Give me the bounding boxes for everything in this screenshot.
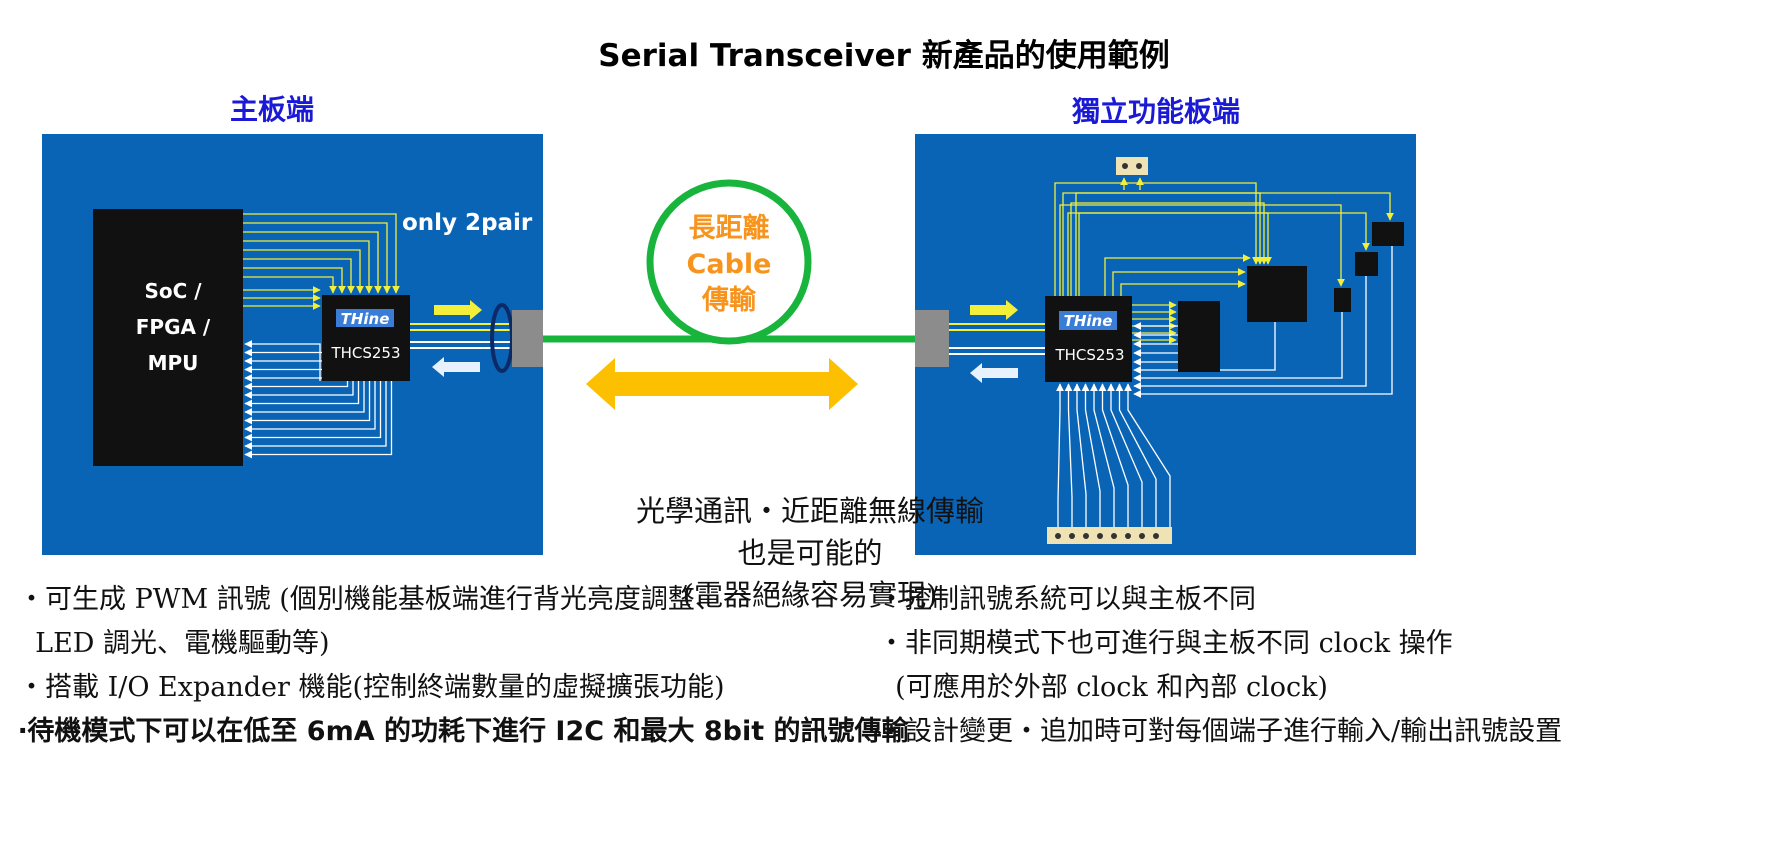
alt-note-line-1: 光學通訊‧近距離無線傳輸 [635, 494, 984, 528]
soc-label-2: FPGA / [136, 315, 211, 339]
left-output-line [244, 381, 376, 433]
right-input-line [1107, 383, 1143, 527]
right-input-line [1081, 383, 1101, 527]
right-tx-arrow [970, 363, 1018, 383]
header-pin [1055, 533, 1061, 539]
left-input-line [243, 276, 337, 294]
header-pin [1111, 533, 1117, 539]
right-input-line [1133, 312, 1343, 382]
right-input-line [1124, 383, 1171, 527]
left-input-line [243, 213, 400, 294]
function-board-features: ‧控制訊號系統可以與主板不同 ‧非同期模式下也可進行與主板不同 clock 操作… [878, 578, 1562, 754]
right-connector [915, 310, 949, 367]
right-input-line [1090, 383, 1115, 527]
left-tx-arrow [434, 300, 482, 320]
right-input-line [1073, 383, 1087, 527]
left-chip-label: THCS253 [330, 344, 400, 362]
left-rx-arrow [432, 357, 480, 377]
peripheral-block-5 [1372, 222, 1404, 246]
function-feature-1: ‧控制訊號系統可以與主板不同 [878, 584, 1256, 615]
loop-text-3: 傳輸 [701, 284, 757, 316]
left-output-line [244, 381, 349, 391]
alt-note-line-3: (電器絕緣容易實現) [682, 578, 938, 612]
header-pin [1139, 533, 1145, 539]
right-transceiver-chip [1045, 296, 1132, 382]
main-board-features: ‧可生成 PWM 訊號 (個別機能基板端進行背光亮度調整、 LED 調光、電機驅… [18, 578, 909, 754]
left-signal-lines [243, 213, 400, 459]
main-feature-3: ‧待機模式下可以在低至 6mA 的功耗下進行 I2C 和最大 8bit 的訊號傳… [18, 716, 909, 747]
right-input-line [1133, 276, 1367, 390]
right-output-line [1104, 254, 1251, 296]
peripheral-block-3 [1334, 288, 1351, 312]
bottom-pin-header [1047, 527, 1172, 544]
left-input-line [243, 258, 355, 294]
loop-text-1: 長距離 [689, 212, 770, 244]
left-output-line [244, 381, 365, 416]
soc-label-3: MPU [148, 351, 199, 375]
bidirectional-arrow [586, 358, 858, 410]
alt-transmission-note: 光學通訊‧近距離無線傳輸 也是可能的 (電器絕緣容易實現) [590, 490, 1030, 616]
left-thine-logo-text: THine [341, 310, 390, 328]
left-input-line [243, 249, 364, 294]
header-pin [1153, 533, 1159, 539]
top-pin-header [1116, 157, 1148, 175]
main-feature-1-cont: LED 調光、電機驅動等) [18, 628, 330, 659]
right-input-line [1064, 383, 1073, 527]
left-input-line [243, 231, 382, 294]
left-thine-logo [336, 309, 394, 327]
right-input-line [1133, 246, 1393, 398]
function-feature-2: ‧非同期模式下也可進行與主板不同 clock 操作 [878, 628, 1453, 659]
function-feature-2-cont: (可應用於外部 clock 和內部 clock) [878, 672, 1328, 703]
peripheral-block-1 [1178, 301, 1220, 372]
header-pin [1069, 533, 1075, 539]
right-output-line [1067, 212, 1370, 296]
right-cable-pairs [949, 323, 1045, 355]
peripheral-block-2 [1247, 266, 1307, 322]
right-output-line [1112, 268, 1246, 296]
function-feature-3: ‧設計變更‧追加時可對每個端子進行輸入/輸出訊號設置 [878, 716, 1563, 747]
header-pin [1083, 533, 1089, 539]
cable-loop [646, 179, 812, 345]
left-input-line [243, 222, 391, 294]
right-output-line [1059, 204, 1345, 296]
page-title: Serial Transceiver 新產品的使用範例 [598, 38, 1170, 74]
right-chip-label: THCS253 [1054, 346, 1124, 364]
right-input-line [1115, 383, 1157, 527]
main-board-heading: 主板端 [230, 93, 315, 126]
right-output-line [1120, 280, 1246, 296]
peripheral-block-4 [1355, 252, 1378, 276]
left-input-line [243, 267, 346, 294]
right-output-line [1075, 192, 1394, 296]
right-thine-logo-text: THine [1064, 312, 1113, 330]
header-pin [1097, 533, 1103, 539]
soc-label-1: SoC / [144, 279, 202, 303]
left-transceiver-chip [322, 295, 410, 381]
only-2pair-note: only 2pair [402, 210, 533, 236]
alt-note-line-2: 也是可能的 [737, 536, 883, 570]
function-board-heading: 獨立功能板端 [1072, 95, 1241, 128]
left-output-line [244, 340, 321, 381]
main-feature-1: ‧可生成 PWM 訊號 (個別機能基板端進行背光亮度調整、 [18, 584, 722, 615]
left-input-line [243, 240, 373, 294]
right-output-line [1054, 182, 1260, 296]
right-output-line [1070, 202, 1268, 296]
right-input-line [1098, 383, 1129, 527]
soc-block [93, 209, 243, 466]
left-output-line [244, 381, 393, 459]
right-signal-lines [1054, 177, 1394, 527]
left-output-line [244, 381, 371, 425]
right-rx-arrow [970, 300, 1018, 320]
left-output-line [244, 381, 354, 399]
right-thine-logo [1059, 311, 1117, 330]
left-output-line [244, 381, 382, 442]
header-pin [1125, 533, 1131, 539]
left-output-line [244, 381, 387, 450]
left-output-line [244, 381, 360, 408]
left-connector [512, 310, 543, 367]
main-feature-2: ‧搭載 I/O Expander 機能(控制終端數量的虛擬擴張功能) [18, 672, 725, 703]
loop-text-2: Cable [687, 249, 772, 280]
right-input-line [1056, 383, 1064, 527]
